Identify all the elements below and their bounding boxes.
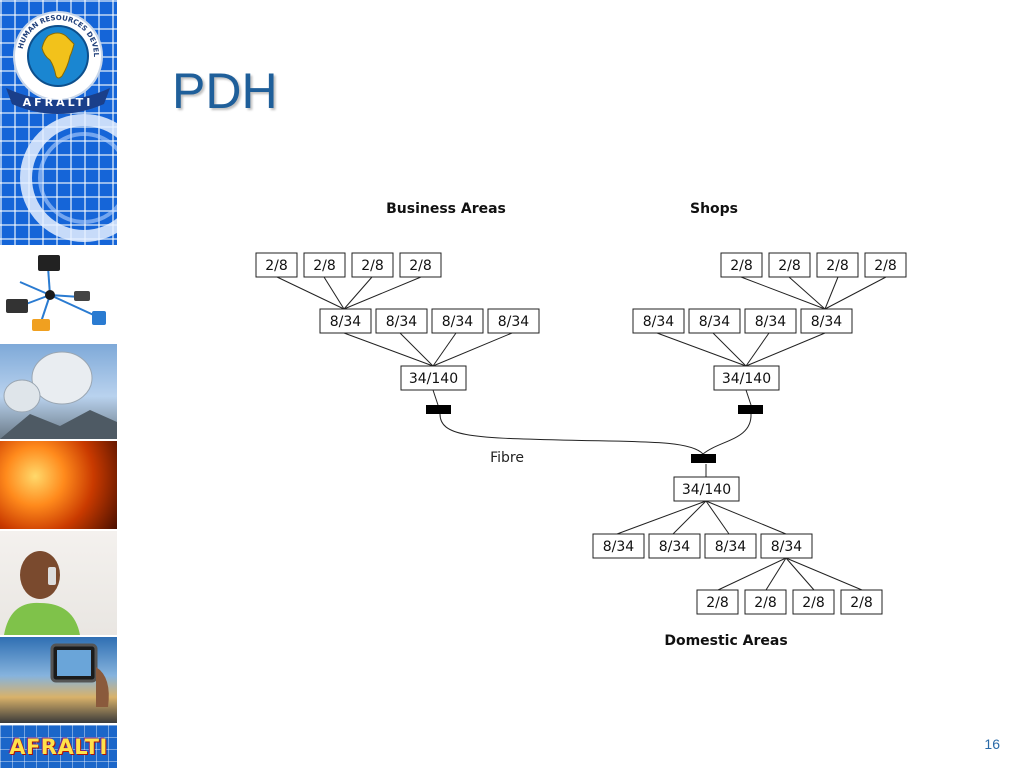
camera-screen-image	[0, 637, 117, 723]
svg-text:34/140: 34/140	[409, 371, 458, 387]
afralti-wordmark: AFRALTI	[9, 734, 108, 759]
business-areas-label: Business Areas	[386, 201, 506, 217]
svg-text:2/8: 2/8	[361, 258, 384, 274]
svg-text:8/34: 8/34	[498, 314, 530, 330]
mux-box: 2/8	[399, 252, 442, 278]
left-sidebar: HUMAN RESOURCES DEVELOPMENT FOR AFRICA A…	[0, 0, 117, 768]
mux-box: 2/8	[255, 252, 298, 278]
svg-text:2/8: 2/8	[778, 258, 801, 274]
svg-text:2/8: 2/8	[802, 595, 825, 611]
mux-box: 2/8	[720, 252, 763, 278]
svg-text:8/34: 8/34	[771, 539, 803, 555]
mux-box: 8/34	[800, 308, 853, 334]
svg-text:8/34: 8/34	[330, 314, 362, 330]
domestic-level2: 8/34 8/34 8/34 8/34	[592, 533, 813, 559]
mux-box: 2/8	[351, 252, 394, 278]
svg-text:2/8: 2/8	[409, 258, 432, 274]
mux-box: 2/8	[303, 252, 346, 278]
mux-box: 34/140	[713, 365, 780, 391]
fibre-terminal-domestic	[691, 454, 716, 463]
network-devices-image	[0, 247, 117, 342]
svg-text:8/34: 8/34	[699, 314, 731, 330]
mux-box: 8/34	[632, 308, 685, 334]
svg-text:2/8: 2/8	[850, 595, 873, 611]
svg-text:8/34: 8/34	[643, 314, 675, 330]
svg-text:2/8: 2/8	[730, 258, 753, 274]
mux-box: 2/8	[816, 252, 859, 278]
mux-box: 8/34	[375, 308, 428, 334]
mux-box: 2/8	[840, 589, 883, 615]
mux-box: 2/8	[696, 589, 739, 615]
logo-ribbon-text: AFRALTI	[23, 96, 94, 109]
fibre-label: Fibre	[490, 450, 524, 466]
domestic-level1: 2/8 2/8 2/8 2/8	[696, 589, 883, 615]
mux-box: 8/34	[744, 308, 797, 334]
mux-box: 8/34	[592, 533, 645, 559]
mux-box: 8/34	[688, 308, 741, 334]
svg-text:8/34: 8/34	[442, 314, 474, 330]
mux-box: 2/8	[792, 589, 835, 615]
slide-title: PDH	[172, 63, 278, 119]
svg-text:2/8: 2/8	[874, 258, 897, 274]
mux-box: 8/34	[704, 533, 757, 559]
business-level2: 8/34 8/34 8/34 8/34	[319, 308, 540, 334]
svg-text:8/34: 8/34	[659, 539, 691, 555]
fibre-terminal-shops	[738, 405, 763, 414]
svg-text:2/8: 2/8	[313, 258, 336, 274]
mux-box: 2/8	[864, 252, 907, 278]
afralti-logo: HUMAN RESOURCES DEVELOPMENT FOR AFRICA A…	[0, 0, 117, 242]
business-level1: 2/8 2/8 2/8 2/8	[255, 252, 442, 278]
svg-text:2/8: 2/8	[826, 258, 849, 274]
mux-box: 8/34	[648, 533, 701, 559]
mux-box: 2/8	[768, 252, 811, 278]
sidebar-grid-panel: HUMAN RESOURCES DEVELOPMENT FOR AFRICA A…	[0, 0, 117, 245]
mux-box: 2/8	[744, 589, 787, 615]
africa-icon	[41, 32, 75, 79]
svg-text:2/8: 2/8	[706, 595, 729, 611]
mux-box: 8/34	[319, 308, 372, 334]
mux-box: 34/140	[673, 476, 740, 502]
shops-label: Shops	[690, 201, 738, 217]
connector-lines	[276, 276, 887, 591]
mux-box: 34/140	[400, 365, 467, 391]
woman-on-phone-image	[0, 531, 117, 635]
page-number: 16	[984, 736, 1000, 752]
satellite-dishes-image	[0, 344, 117, 439]
svg-text:8/34: 8/34	[715, 539, 747, 555]
mux-box: 8/34	[487, 308, 540, 334]
svg-text:34/140: 34/140	[722, 371, 771, 387]
fibre-optic-image	[0, 441, 117, 529]
svg-text:8/34: 8/34	[386, 314, 418, 330]
mux-box: 8/34	[431, 308, 484, 334]
fibre-terminal-business	[426, 405, 451, 414]
mux-box: 8/34	[760, 533, 813, 559]
svg-text:2/8: 2/8	[265, 258, 288, 274]
svg-text:8/34: 8/34	[755, 314, 787, 330]
shops-level2: 8/34 8/34 8/34 8/34	[632, 308, 853, 334]
svg-text:8/34: 8/34	[603, 539, 635, 555]
shops-level1: 2/8 2/8 2/8 2/8	[720, 252, 907, 278]
svg-text:8/34: 8/34	[811, 314, 843, 330]
domestic-areas-label: Domestic Areas	[664, 633, 787, 649]
svg-text:34/140: 34/140	[682, 482, 731, 498]
footer-brand-bar: AFRALTI	[0, 725, 117, 768]
svg-text:2/8: 2/8	[754, 595, 777, 611]
